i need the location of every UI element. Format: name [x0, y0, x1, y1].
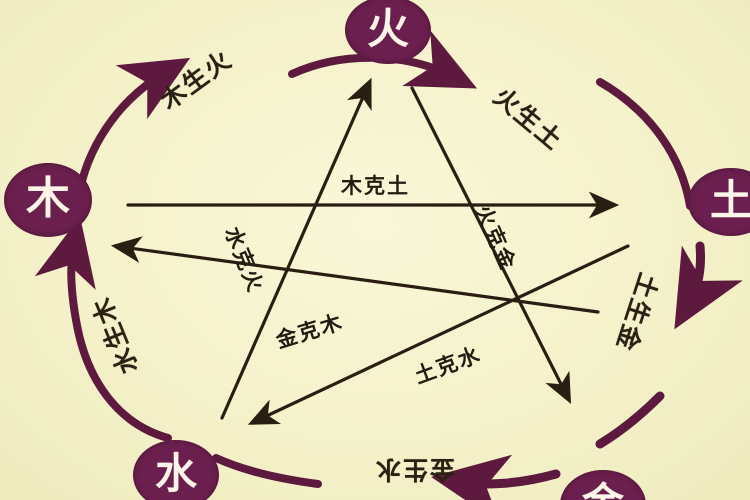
arc-metal-to-water-tail	[212, 454, 322, 488]
element-badge-wood[interactable]: 木	[4, 163, 92, 237]
element-badge-earth[interactable]: 土	[688, 168, 750, 236]
arc-earth-to-metal-tail	[595, 391, 665, 449]
label-wood-overcomes-earth: 木克土	[341, 174, 410, 198]
element-glyph-wood: 木	[26, 173, 70, 224]
line-fire-overcomes-metal	[410, 86, 572, 405]
element-glyph-earth: 土	[709, 176, 750, 225]
arc-fire-to-earth-tail	[596, 78, 694, 210]
arc-wood-to-fire	[74, 57, 191, 204]
element-badge-water[interactable]: 水	[133, 440, 219, 500]
element-glyph-metal: 金	[582, 483, 624, 500]
arc-metal-to-water	[430, 454, 561, 500]
element-badge-fire[interactable]: 火	[345, 0, 431, 64]
line-water-overcomes-fire	[220, 77, 372, 420]
arc-water-to-wood	[34, 216, 172, 442]
line-earth-overcomes-water	[247, 244, 630, 425]
element-glyph-water: 水	[154, 449, 197, 498]
element-glyph-fire: 火	[366, 4, 409, 53]
generating-cycle-arcs	[34, 30, 743, 500]
line-metal-overcomes-wood	[110, 236, 600, 314]
overcoming-cycle-lines	[110, 77, 630, 425]
label-metal-generates-water: 金生水	[373, 455, 455, 484]
arc-earth-to-metal	[674, 241, 743, 330]
